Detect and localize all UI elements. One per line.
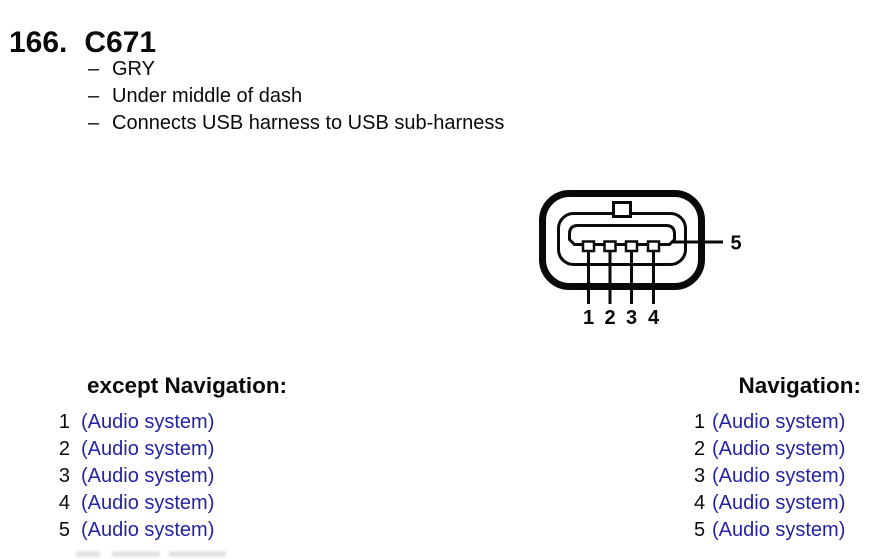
- pinout-title: Navigation:: [738, 373, 861, 398]
- pin-number: 1: [694, 411, 706, 433]
- detail-color: – GRY: [88, 56, 504, 83]
- circuit-link[interactable]: (Audio system): [712, 465, 846, 487]
- circuit-link[interactable]: (Audio system): [81, 411, 215, 433]
- pin-number: 2: [58, 438, 70, 460]
- pinout-navigation: Navigation: 1 (Audio system) 2 (Audio sy…: [694, 372, 861, 544]
- circuit-link[interactable]: (Audio system): [81, 519, 215, 541]
- pin-row: 4 (Audio system): [58, 490, 308, 517]
- pin-number: 3: [58, 465, 70, 487]
- pin-number: 4: [58, 492, 70, 514]
- pin-number: 3: [694, 465, 706, 487]
- pinout-title: except Navigation:: [87, 373, 288, 398]
- bullet-dash: –: [88, 112, 100, 134]
- detail-text: GRY: [112, 58, 155, 80]
- connector-code: C671: [84, 26, 157, 60]
- pin-row: 5 (Audio system): [58, 517, 308, 544]
- pin-row: 3 (Audio system): [694, 463, 861, 490]
- pin-number: 4: [694, 492, 706, 514]
- pin-row: 1 (Audio system): [58, 409, 308, 436]
- connector-cavity: [568, 224, 676, 246]
- circuit-link[interactable]: (Audio system): [712, 438, 846, 460]
- pin-terminal-4: [646, 240, 661, 253]
- circuit-link[interactable]: (Audio system): [712, 492, 846, 514]
- cut-off-next-line-artifact: [76, 551, 226, 557]
- bullet-dash: –: [88, 58, 100, 80]
- pin-terminal-2: [603, 240, 617, 253]
- page-title: 166. C671: [9, 25, 156, 61]
- circuit-link[interactable]: (Audio system): [81, 492, 215, 514]
- detail-location: – Under middle of dash: [88, 83, 504, 110]
- pin-number: 5: [58, 519, 70, 541]
- pin-row: 1 (Audio system): [694, 409, 861, 436]
- detail-text: Connects USB harness to USB sub-harness: [112, 112, 505, 134]
- pin-number-label-1: 1: [583, 307, 594, 329]
- latch-tab: [612, 201, 632, 218]
- connector-diagram: 1 2 3 4 5: [520, 178, 760, 333]
- circuit-link[interactable]: (Audio system): [81, 465, 215, 487]
- pinout-except-navigation: except Navigation: 1 (Audio system) 2 (A…: [58, 372, 308, 544]
- circuit-link[interactable]: (Audio system): [81, 438, 215, 460]
- bullet-dash: –: [88, 85, 100, 107]
- pin-number-label-4: 4: [648, 307, 660, 329]
- pin-terminal-1: [581, 240, 596, 253]
- pin-row: 4 (Audio system): [694, 490, 861, 517]
- detail-text: Under middle of dash: [112, 85, 303, 107]
- circuit-link[interactable]: (Audio system): [712, 519, 846, 541]
- pin-number: 2: [694, 438, 706, 460]
- pin-row: 2 (Audio system): [694, 436, 861, 463]
- pin-number-label-2: 2: [604, 307, 615, 329]
- detail-function: – Connects USB harness to USB sub-harnes…: [88, 110, 504, 137]
- pin-number-label-3: 3: [626, 307, 637, 329]
- pin-terminal-3: [624, 240, 639, 253]
- pin-number: 1: [58, 411, 70, 433]
- section-number: 166.: [9, 26, 68, 60]
- pin-row: 3 (Audio system): [58, 463, 308, 490]
- connector-details: – GRY – Under middle of dash – Connects …: [88, 56, 504, 137]
- pin-row: 5 (Audio system): [694, 517, 861, 544]
- pin-row: 2 (Audio system): [58, 436, 308, 463]
- circuit-link[interactable]: (Audio system): [712, 411, 846, 433]
- pin-number: 5: [694, 519, 706, 541]
- pin-number-label-5: 5: [730, 233, 741, 255]
